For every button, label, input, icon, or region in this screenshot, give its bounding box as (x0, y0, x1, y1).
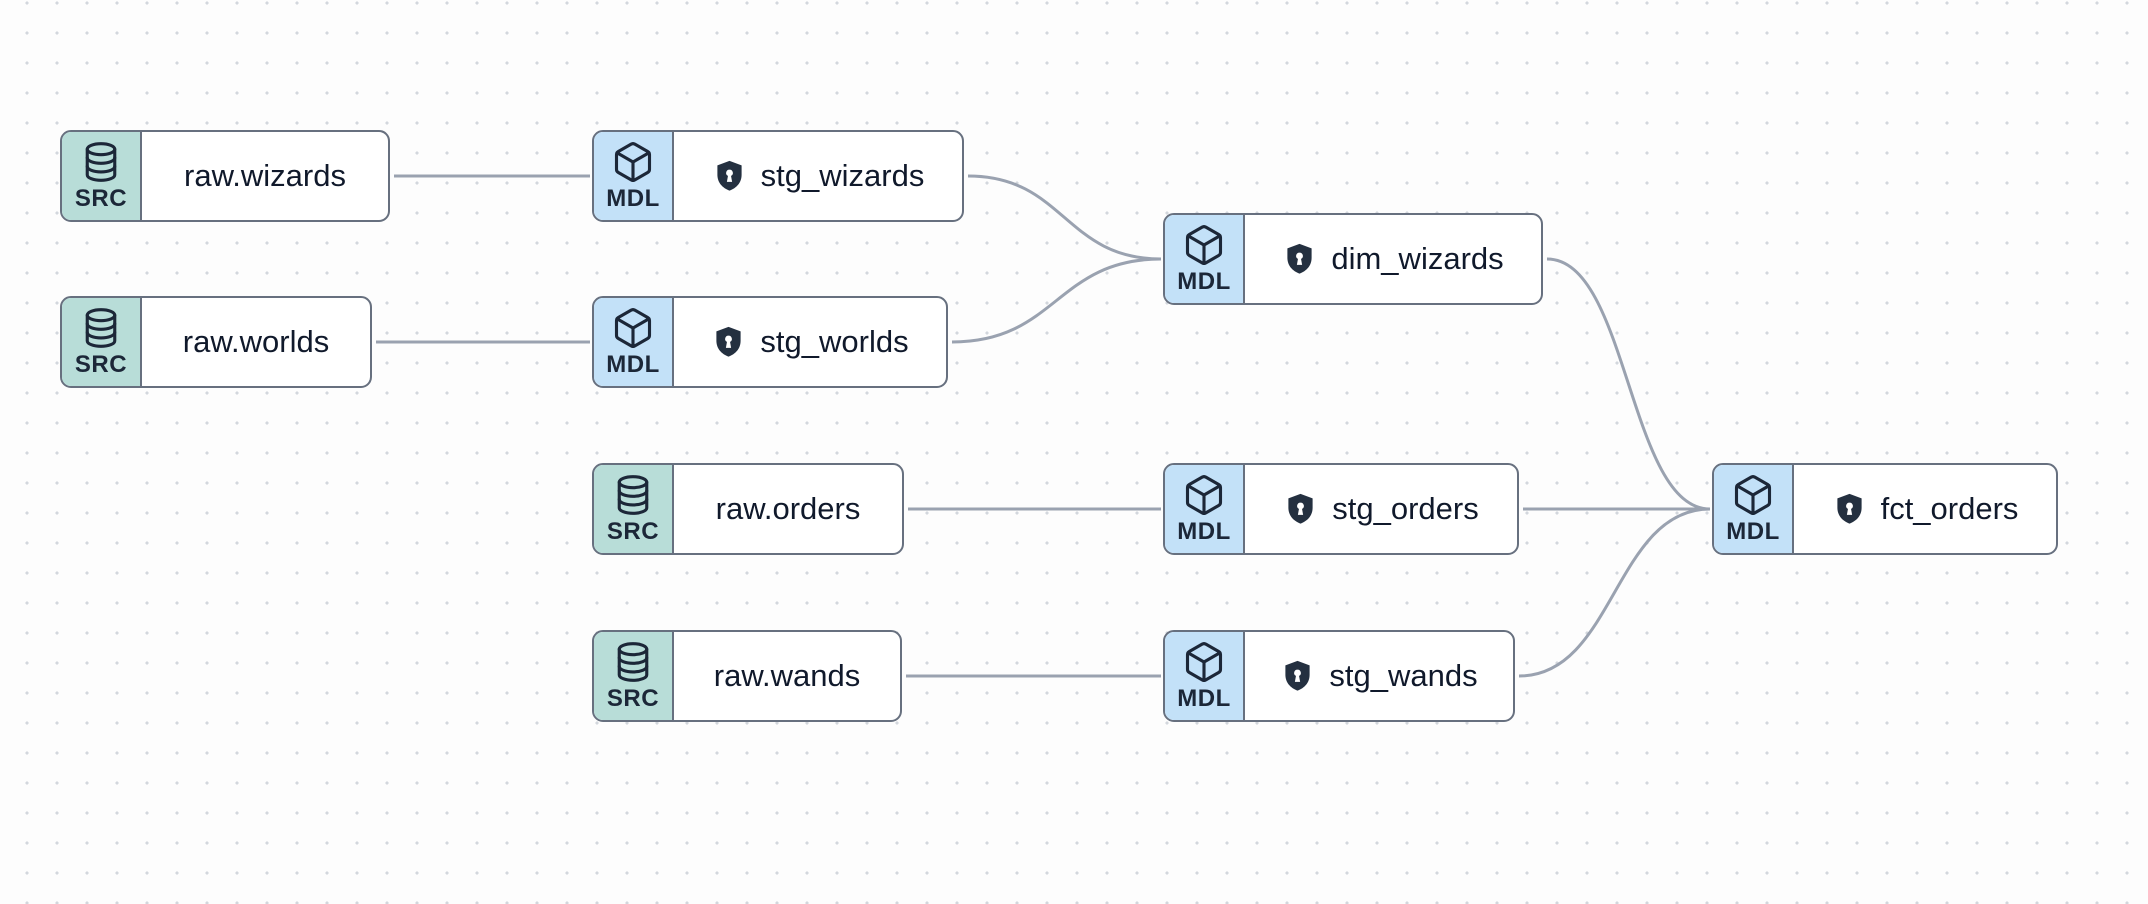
node-name: raw.orders (715, 491, 861, 526)
node-type-label: SRC (606, 684, 660, 712)
node-type-badge: MDL (1165, 215, 1245, 303)
database-icon (611, 473, 655, 517)
node-type-label: SRC (606, 517, 660, 545)
node-type-label: MDL (1177, 517, 1231, 545)
node-name: raw.wizards (184, 158, 346, 193)
node-name: fct_orders (1880, 491, 2019, 526)
node-type-badge: MDL (594, 132, 674, 220)
node-name: dim_wizards (1331, 241, 1504, 276)
cube-icon (1182, 473, 1226, 517)
database-icon (79, 306, 123, 350)
node-type-badge: SRC (62, 298, 142, 386)
shield-lock-icon (711, 323, 746, 361)
node-name: stg_wands (1329, 658, 1478, 693)
node-raw_wizards[interactable]: SRC raw.wizards (60, 130, 390, 222)
cube-icon (1731, 473, 1775, 517)
node-raw_worlds[interactable]: SRC raw.worlds (60, 296, 372, 388)
node-type-badge: MDL (594, 298, 674, 386)
node-body: stg_wizards (674, 132, 962, 220)
shield-lock-icon (1282, 240, 1317, 278)
node-type-label: MDL (1177, 684, 1231, 712)
node-type-badge: SRC (594, 465, 674, 553)
node-dim_wizards[interactable]: MDL dim_wizards (1163, 213, 1543, 305)
node-fct_orders[interactable]: MDL fct_orders (1712, 463, 2058, 555)
node-body: raw.orders (674, 465, 902, 553)
node-name: stg_worlds (760, 324, 909, 359)
node-name: stg_wizards (760, 158, 925, 193)
edge-stg_wizards-dim_wizards (967, 174, 1162, 261)
cube-icon (1182, 640, 1226, 684)
edge-stg_wands-fct_orders (1518, 507, 1711, 678)
node-raw_orders[interactable]: SRC raw.orders (592, 463, 904, 555)
node-raw_wands[interactable]: SRC raw.wands (592, 630, 902, 722)
node-type-label: MDL (1726, 517, 1780, 545)
cube-icon (611, 306, 655, 350)
node-body: stg_orders (1245, 465, 1517, 553)
node-body: stg_wands (1245, 632, 1513, 720)
node-name: raw.worlds (182, 324, 330, 359)
node-stg_orders[interactable]: MDL stg_orders (1163, 463, 1519, 555)
node-type-label: MDL (606, 184, 660, 212)
node-type-label: SRC (74, 350, 128, 378)
node-type-badge: MDL (1714, 465, 1794, 553)
shield-lock-icon (1280, 657, 1315, 695)
node-body: raw.wands (674, 632, 900, 720)
node-type-badge: MDL (1165, 632, 1245, 720)
cube-icon (611, 140, 655, 184)
node-type-label: MDL (606, 350, 660, 378)
shield-lock-icon (1283, 490, 1318, 528)
node-name: raw.wands (713, 658, 861, 693)
shield-lock-icon (1832, 490, 1867, 528)
cube-icon (1182, 223, 1226, 267)
node-stg_wizards[interactable]: MDL stg_wizards (592, 130, 964, 222)
node-body: raw.worlds (142, 298, 370, 386)
node-body: raw.wizards (142, 132, 388, 220)
node-stg_wands[interactable]: MDL stg_wands (1163, 630, 1515, 722)
node-type-badge: SRC (62, 132, 142, 220)
node-body: fct_orders (1794, 465, 2056, 553)
edge-stg_worlds-dim_wizards (951, 257, 1162, 344)
node-name: stg_orders (1332, 491, 1479, 526)
shield-lock-icon (712, 157, 747, 195)
database-icon (611, 640, 655, 684)
node-body: dim_wizards (1245, 215, 1541, 303)
node-type-badge: SRC (594, 632, 674, 720)
node-type-label: SRC (74, 184, 128, 212)
node-stg_worlds[interactable]: MDL stg_worlds (592, 296, 948, 388)
database-icon (79, 140, 123, 184)
node-type-badge: MDL (1165, 465, 1245, 553)
node-type-label: MDL (1177, 267, 1231, 295)
edge-dim_wizards-fct_orders (1546, 257, 1711, 511)
node-body: stg_worlds (674, 298, 946, 386)
